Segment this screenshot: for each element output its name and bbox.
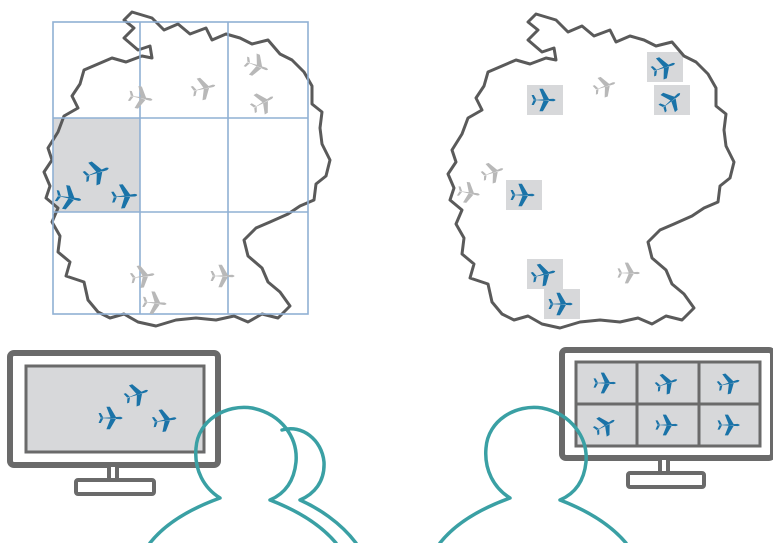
- operator-silhouette: [438, 405, 628, 543]
- sector-monitor: [7, 350, 221, 496]
- aircraft-inactive: [241, 50, 272, 81]
- aircraft-inactive: [141, 290, 168, 316]
- airplane-icon: [241, 50, 272, 81]
- flight-centric-scene: [438, 12, 773, 543]
- airplane-icon: [189, 74, 219, 103]
- flight-centric-monitor: [559, 347, 773, 489]
- aircraft-inactive: [189, 74, 219, 103]
- operator-silhouette-back: [280, 427, 358, 543]
- grid-border: [52, 21, 309, 315]
- aircraft-inactive: [455, 180, 482, 205]
- germany-map-outline: [446, 12, 736, 330]
- aircraft-inactive: [617, 262, 640, 284]
- operator-silhouette-front: [148, 405, 338, 543]
- monitor-stand-base: [74, 478, 156, 496]
- flight-aircraft: [455, 52, 688, 316]
- airplane-icon: [455, 180, 482, 205]
- airplane-icon: [128, 263, 157, 290]
- airplane-icon: [478, 158, 507, 187]
- monitor-view-grid: [576, 362, 760, 446]
- flight-centric-operators: [438, 405, 628, 543]
- monitor-stand-base: [626, 471, 706, 489]
- airplane-icon: [246, 87, 279, 119]
- sector-operators: [148, 405, 358, 543]
- sector-grid: [52, 21, 309, 315]
- aircraft-inactive: [210, 264, 235, 288]
- aircraft-inactive: [478, 158, 507, 187]
- aircraft-inactive: [590, 72, 619, 101]
- germany-map-outline: [42, 10, 332, 328]
- aircraft-inactive: [128, 263, 157, 290]
- aircraft-inactive: [246, 87, 279, 119]
- airplane-icon: [141, 290, 168, 316]
- airplane-icon: [210, 264, 235, 288]
- airplane-icon: [617, 262, 640, 284]
- airplane-icon: [590, 72, 619, 101]
- sector-scene: [7, 10, 358, 543]
- monitor-screen: [24, 364, 206, 454]
